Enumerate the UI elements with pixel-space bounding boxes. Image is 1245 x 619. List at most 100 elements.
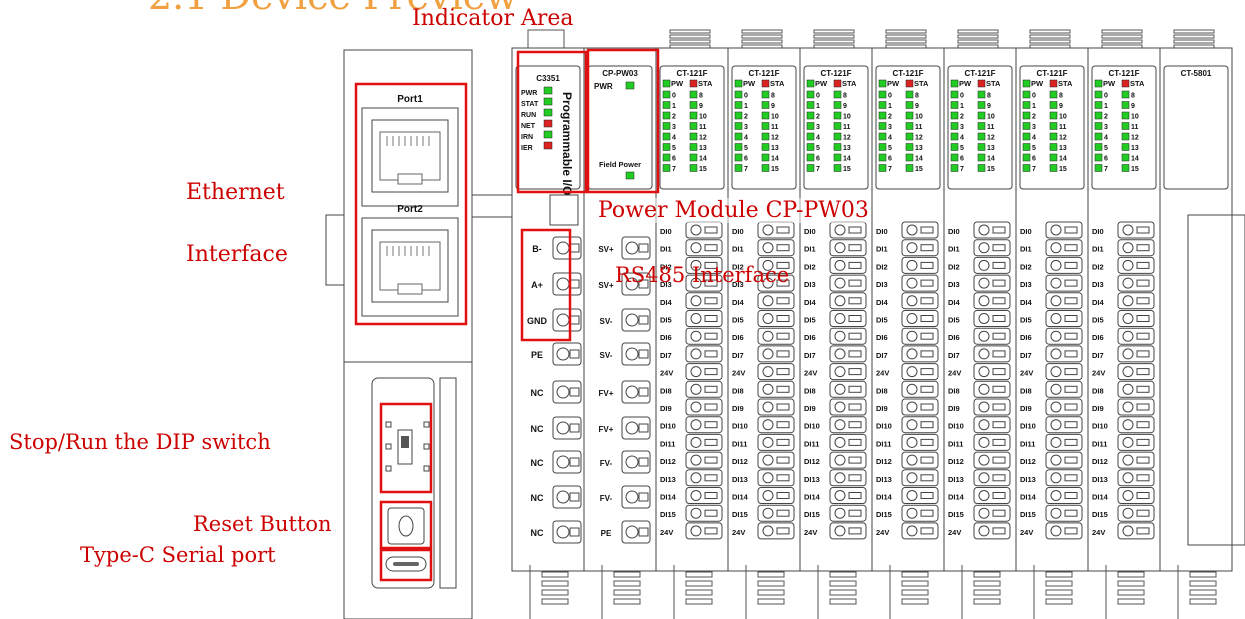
io-pw-led <box>734 79 743 88</box>
terminal-screw <box>556 525 570 539</box>
io-terminal-label: DI8 <box>948 386 960 395</box>
terminal-opening <box>1064 421 1078 429</box>
io-channel-label: 15 <box>771 166 779 173</box>
bottom-clip <box>1189 589 1217 596</box>
cpu-led <box>543 108 553 117</box>
io-terminal-label: DI13 <box>660 475 676 484</box>
terminal-screw <box>625 313 639 327</box>
terminal-block <box>1117 221 1155 239</box>
io-terminal-label: DI1 <box>948 245 960 254</box>
power-terminal-label: SV+ <box>598 281 614 290</box>
io-channel-label: 14 <box>699 156 707 163</box>
terminal-screw <box>906 436 918 448</box>
power-terminal-label: FV+ <box>599 425 614 434</box>
io-channel-led <box>1022 111 1031 120</box>
io-terminal-label: DI9 <box>876 404 888 413</box>
io-channel-label: 9 <box>1131 103 1135 110</box>
bottom-clip <box>685 580 713 587</box>
io-channel-label: 1 <box>1032 103 1036 110</box>
terminal-screw <box>978 472 990 484</box>
io-channel-label: 0 <box>672 93 676 100</box>
terminal-opening <box>704 385 718 393</box>
terminal-screw <box>978 295 990 307</box>
io-channel-led <box>905 153 914 162</box>
terminal-block <box>1117 239 1155 257</box>
io-terminal-label: DI12 <box>660 457 676 466</box>
io-channel-label: 5 <box>744 145 748 152</box>
io-channel-label: 1 <box>816 103 820 110</box>
terminal-opening <box>848 261 862 269</box>
terminal-block <box>552 236 582 260</box>
power-pwr-led <box>625 81 635 90</box>
io-channel-label: 0 <box>1032 93 1036 100</box>
module-outline <box>1159 47 1233 572</box>
dip-switch-pad <box>385 443 392 450</box>
terminal-screw <box>690 366 702 378</box>
terminal-block <box>1045 398 1083 416</box>
terminal-opening <box>848 332 862 340</box>
dip-switch-pad <box>385 465 392 472</box>
io-terminal-label: DI5 <box>732 316 744 325</box>
io-channel-led <box>662 101 671 109</box>
io-channel-led <box>689 153 698 162</box>
io-terminal-label: DI1 <box>660 245 672 254</box>
terminal-screw <box>906 242 918 254</box>
terminal-screw <box>625 385 639 399</box>
io-channel-label: 11 <box>843 124 851 131</box>
terminal-opening <box>920 226 934 234</box>
io-channel-led <box>734 111 743 120</box>
terminal-block <box>685 256 723 274</box>
terminal-block <box>973 221 1011 239</box>
ethernet-highlight-box <box>354 82 468 326</box>
terminal-opening <box>1136 403 1150 411</box>
terminal-opening <box>848 385 862 393</box>
terminal-opening <box>704 509 718 517</box>
io-sta-label: STA <box>842 79 857 88</box>
cpu-led-label: IRN <box>521 134 533 141</box>
terminal-screw <box>978 436 990 448</box>
io-channel-led <box>905 90 914 99</box>
terminal-block <box>757 433 795 451</box>
terminal-block <box>973 469 1011 487</box>
terminal-opening <box>920 509 934 517</box>
terminal-opening <box>848 226 862 234</box>
io-terminal-label: DI1 <box>1092 245 1104 254</box>
terminal-opening <box>638 492 649 502</box>
terminal-screw <box>834 242 846 254</box>
io-channel-label: 11 <box>987 124 995 131</box>
top-clip <box>741 39 783 44</box>
io-channel-led <box>950 132 959 141</box>
bottom-clip <box>1189 571 1217 578</box>
terminal-block <box>973 380 1011 398</box>
io-terminal-label: 24V <box>948 528 961 537</box>
io-sta-label: STA <box>914 79 929 88</box>
terminal-opening <box>992 244 1006 252</box>
bottom-clip <box>829 580 857 587</box>
terminal-block <box>829 504 867 522</box>
reset-highlight-box <box>379 500 433 550</box>
ethernet-jack <box>379 241 441 291</box>
io-channel-label: 6 <box>888 156 892 163</box>
terminal-screw <box>762 348 774 360</box>
io-model-label: CT-121F <box>820 69 851 78</box>
terminal-block <box>973 274 1011 292</box>
io-channel-label: 13 <box>1059 145 1067 152</box>
terminal-screw <box>556 347 570 361</box>
io-terminal-label: DI15 <box>732 510 748 519</box>
terminal-screw <box>906 401 918 413</box>
terminal-opening <box>638 527 649 537</box>
io-sta-led <box>689 79 698 88</box>
io-terminal-label: DI4 <box>876 298 889 307</box>
io-channel-led <box>833 122 842 130</box>
terminal-block <box>1117 504 1155 522</box>
terminal-opening <box>704 492 718 499</box>
io-pw-label: PW <box>1031 79 1044 88</box>
terminal-block <box>621 236 651 260</box>
terminal-opening <box>992 332 1006 340</box>
io-terminal-label: DI10 <box>660 422 676 431</box>
io-terminal-label: 24V <box>660 369 673 378</box>
terminal-screw <box>834 436 846 448</box>
io-channel-led <box>1121 153 1130 162</box>
terminal-opening <box>1064 226 1078 234</box>
